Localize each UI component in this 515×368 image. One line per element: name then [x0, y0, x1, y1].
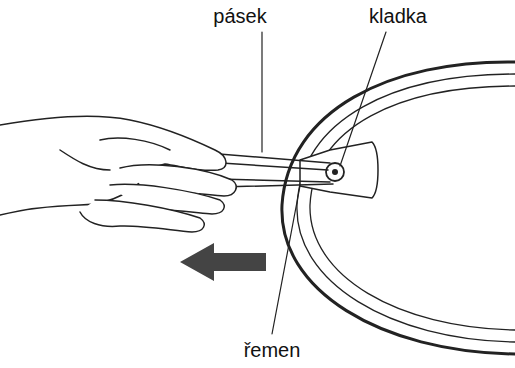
ring-inner — [297, 74, 515, 342]
part-label: kladka — [369, 5, 427, 27]
part-label: řemen — [244, 339, 301, 361]
ring-inner-edge — [310, 86, 515, 330]
leader-line — [272, 186, 300, 334]
pull-arrow — [180, 243, 266, 281]
ring-outer — [282, 62, 515, 354]
hand — [0, 116, 236, 232]
leader-line — [261, 32, 262, 152]
leader-line — [340, 32, 386, 166]
part-label: pásek — [213, 5, 266, 27]
pulley — [326, 163, 344, 181]
pulley-housing — [300, 142, 378, 198]
pulley-axle — [332, 169, 338, 175]
